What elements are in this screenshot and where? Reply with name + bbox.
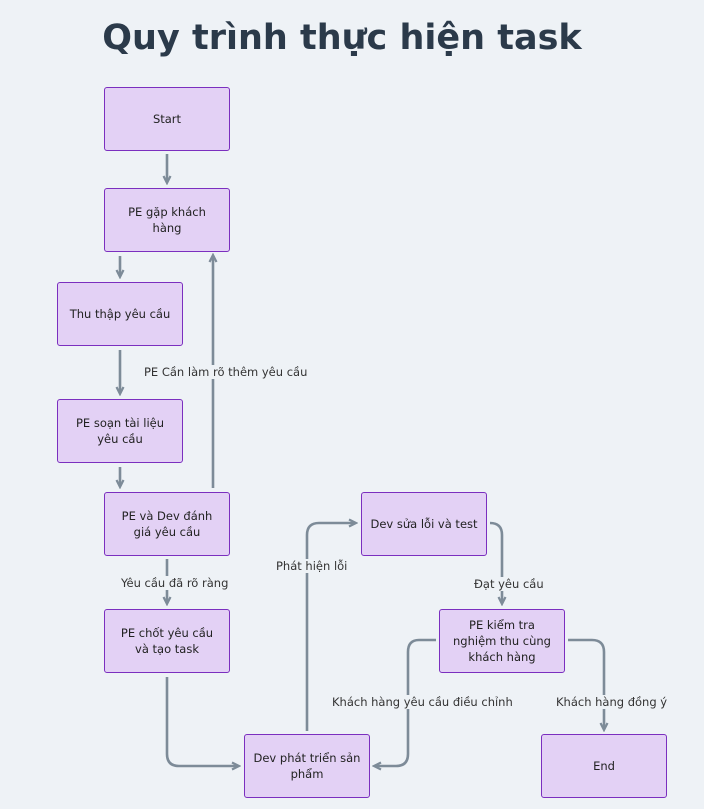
node-end: End [541,734,667,798]
node-meet-customer: PE gặp khách hàng [104,188,230,252]
edge-label-customer-adjust: Khách hàng yêu cầu điều chỉnh [330,695,515,709]
node-collect-requirements: Thu thập yêu cầu [57,282,183,346]
edge-label-customer-agree: Khách hàng đồng ý [554,695,670,709]
node-evaluate-requirements: PE và Dev đánh giá yêu cầu [104,492,230,556]
node-draft-requirements-doc: PE soạn tài liệu yêu cầu [57,399,183,463]
edge-develop-fix [305,523,355,731]
node-fix-bugs-test: Dev sửa lỗi và test [361,492,487,556]
edge-fix-acceptance [489,521,502,603]
edge-finalize-develop [165,677,238,766]
node-start: Start [104,87,230,151]
edge-label-clear: Yêu cầu đã rõ ràng [119,576,231,590]
edge-label-passed: Đạt yêu cầu [472,577,546,591]
edge-label-clarify: PE Cần làm rõ thêm yêu cầu [142,365,310,379]
node-develop-product: Dev phát triển sản phẩm [244,734,370,798]
diagram-title: Quy trình thực hiện task [102,18,582,58]
edge-label-bug-found: Phát hiện lỗi [274,559,350,573]
edge-acceptance-end [568,638,604,729]
node-acceptance-test: PE kiểm tra nghiệm thu cùng khách hàng [439,609,565,673]
node-finalize-requirements: PE chốt yêu cầu và tạo task [104,609,230,673]
